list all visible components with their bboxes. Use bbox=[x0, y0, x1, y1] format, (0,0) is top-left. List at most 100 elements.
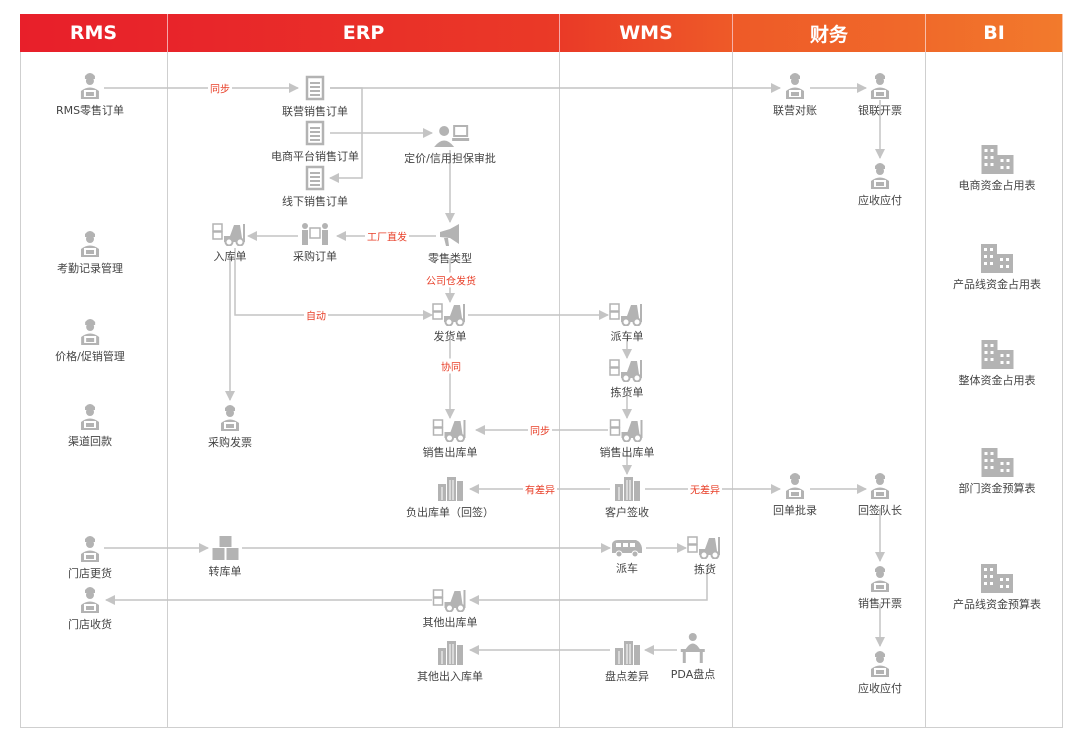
node-retail-type: 零售类型 bbox=[428, 222, 472, 266]
node-stock-diff: 盘点差异 bbox=[605, 638, 649, 684]
node-label: 其他出入库单 bbox=[417, 670, 483, 683]
boxes-icon bbox=[210, 535, 240, 561]
node-purchase-order: 采购订单 bbox=[293, 222, 337, 264]
node-label: 回签队长 bbox=[858, 504, 902, 517]
person-computer-icon bbox=[430, 124, 470, 148]
handover-icon bbox=[301, 222, 329, 246]
node-wms-sales-out: 销售出库单 bbox=[600, 418, 655, 460]
office-building-icon bbox=[979, 446, 1015, 478]
node-label: 零售类型 bbox=[428, 252, 472, 265]
node-bi2: 产品线资金占用表 bbox=[953, 242, 1041, 292]
person-laptop-icon bbox=[782, 470, 808, 500]
node-label: 门店收货 bbox=[68, 618, 112, 631]
node-unionpay-invoice: 银联开票 bbox=[858, 70, 902, 118]
lane-finance bbox=[733, 52, 926, 728]
person-laptop-icon bbox=[867, 70, 893, 100]
node-delivery: 发货单 bbox=[432, 302, 468, 344]
person-laptop-icon bbox=[217, 402, 243, 432]
van-icon bbox=[610, 538, 644, 558]
edge-label-has-diff: 有差异 bbox=[523, 481, 557, 497]
node-label: 发货单 bbox=[433, 330, 467, 343]
person-laptop-icon bbox=[77, 401, 103, 431]
node-label: 电商平台销售订单 bbox=[271, 150, 359, 163]
forklift-icon bbox=[212, 222, 248, 246]
node-dispatch-car: 派车 bbox=[610, 538, 644, 576]
node-receivable1: 应收应付 bbox=[858, 160, 902, 208]
person-laptop-icon bbox=[77, 316, 103, 346]
node-label: 价格/促销管理 bbox=[55, 350, 125, 363]
node-bi5: 产品线资金预算表 bbox=[953, 562, 1041, 612]
node-label: 转库单 bbox=[208, 565, 242, 578]
edge-label-factory: 工厂直发 bbox=[365, 228, 409, 244]
node-bi1: 电商资金占用表 bbox=[959, 143, 1036, 193]
edge-label-company-wh: 公司仓发货 bbox=[424, 272, 478, 288]
node-label: 线下销售订单 bbox=[282, 195, 348, 208]
node-label: 定价/信用担保审批 bbox=[404, 152, 496, 165]
node-erp-sales-out: 销售出库单 bbox=[423, 418, 478, 460]
node-bi4: 部门资金预算表 bbox=[959, 446, 1036, 496]
megaphone-icon bbox=[437, 222, 463, 248]
node-label: 采购订单 bbox=[293, 250, 337, 263]
node-label: 拣货 bbox=[694, 563, 716, 576]
node-joint-recon: 联营对账 bbox=[773, 70, 817, 118]
node-label: 销售出库单 bbox=[422, 446, 478, 459]
node-label: 入库单 bbox=[213, 250, 247, 263]
forklift-icon bbox=[609, 418, 645, 442]
node-label: 应收应付 bbox=[858, 194, 902, 207]
building-icon bbox=[613, 638, 641, 666]
lane-header-wms: WMS bbox=[560, 14, 733, 52]
node-label: 门店更货 bbox=[68, 567, 112, 580]
node-picking: 拣货 bbox=[687, 535, 723, 577]
node-label: 盘点差异 bbox=[605, 670, 649, 683]
document-icon bbox=[304, 120, 326, 146]
edge-label-auto: 自动 bbox=[304, 307, 328, 323]
node-label: 银联开票 bbox=[858, 104, 902, 117]
node-label: 其他出库单 bbox=[422, 616, 478, 629]
node-store-change: 门店更货 bbox=[68, 533, 112, 581]
node-label: 产品线资金占用表 bbox=[953, 278, 1041, 291]
forklift-icon bbox=[609, 358, 645, 382]
person-laptop-icon bbox=[77, 533, 103, 563]
lane-header-finance: 财务 bbox=[733, 14, 926, 52]
building-icon bbox=[436, 638, 464, 666]
office-building-icon bbox=[979, 562, 1015, 594]
person-laptop-icon bbox=[867, 160, 893, 190]
node-bi3: 整体资金占用表 bbox=[959, 338, 1036, 388]
node-offline-order: 线下销售订单 bbox=[282, 165, 348, 209]
node-label: PDA盘点 bbox=[670, 668, 716, 681]
node-receivable2: 应收应付 bbox=[858, 648, 902, 696]
node-label: 销售出库单 bbox=[599, 446, 655, 459]
node-attendance: 考勤记录管理 bbox=[57, 228, 123, 276]
person-laptop-icon bbox=[77, 70, 103, 100]
lane-wms bbox=[560, 52, 733, 728]
person-laptop-icon bbox=[867, 648, 893, 678]
lane-header-erp: ERP bbox=[168, 14, 560, 52]
node-label: 应收应付 bbox=[858, 682, 902, 695]
person-laptop-icon bbox=[77, 584, 103, 614]
node-label: 回单批录 bbox=[773, 504, 817, 517]
node-pda: PDA盘点 bbox=[671, 632, 715, 682]
office-building-icon bbox=[979, 242, 1015, 274]
lane-erp bbox=[168, 52, 560, 728]
node-label: 部门资金预算表 bbox=[958, 482, 1036, 495]
node-inbound: 入库单 bbox=[212, 222, 248, 264]
node-label: 销售开票 bbox=[858, 597, 902, 610]
node-dispatch-order: 派车单 bbox=[609, 302, 645, 344]
node-pick-order: 拣货单 bbox=[609, 358, 645, 400]
node-approval: 定价/信用担保审批 bbox=[404, 124, 496, 166]
office-building-icon bbox=[979, 143, 1015, 175]
node-neg-out: 负出库单（回签） bbox=[406, 474, 494, 520]
office-building-icon bbox=[979, 338, 1015, 370]
node-label: 产品线资金预算表 bbox=[953, 598, 1041, 611]
edge-label-collab: 协同 bbox=[439, 358, 463, 374]
lane-rms bbox=[20, 52, 168, 728]
person-laptop-icon bbox=[867, 470, 893, 500]
node-transfer: 转库单 bbox=[209, 535, 242, 579]
node-receipt-captain: 回签队长 bbox=[858, 470, 902, 518]
forklift-icon bbox=[432, 418, 468, 442]
flow-arrow bbox=[234, 248, 433, 320]
node-other-out: 其他出库单 bbox=[423, 588, 478, 630]
node-price: 价格/促销管理 bbox=[55, 316, 125, 364]
node-label: 联营销售订单 bbox=[282, 105, 348, 118]
